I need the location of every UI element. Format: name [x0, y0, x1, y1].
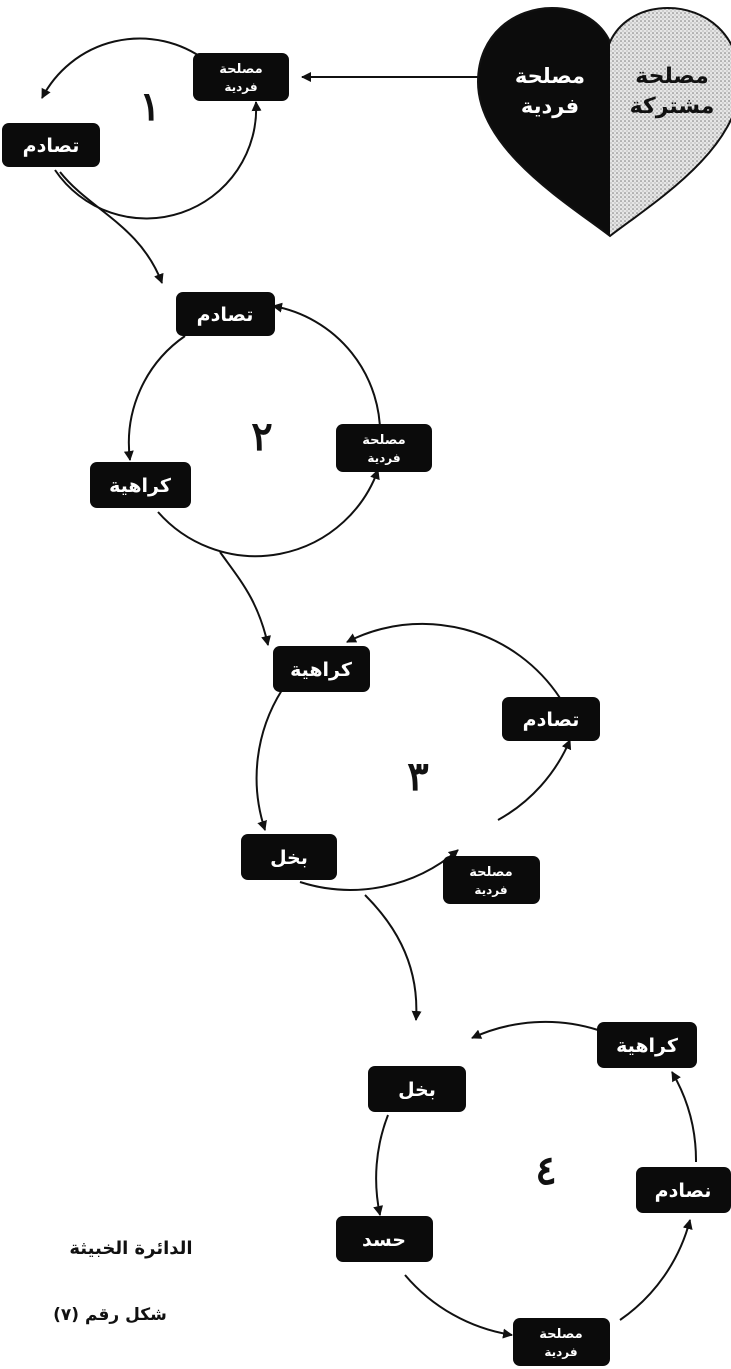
node-individual-interest — [443, 856, 540, 904]
node-label: تصادم — [197, 304, 254, 326]
node-sublabel: فردية — [474, 883, 507, 897]
node-label: كراهية — [616, 1035, 679, 1057]
node-stinginess — [241, 834, 337, 880]
node-sublabel: فردية — [544, 1345, 577, 1359]
heart-dark-half — [478, 8, 610, 236]
shared-interest-heart: مصلحة فردية مصلحة مشتركة — [476, 6, 731, 238]
cycle-4: ٤ بخل كراهية حسد نصادم مصلحة فردية — [336, 1020, 731, 1366]
node-hatred — [90, 462, 191, 508]
heart-shared-interest-line1: مصلحة — [635, 64, 708, 89]
node-label: مصلحة — [362, 433, 405, 448]
cycle-2: ٢ تصادم كراهية مصلحة فردية — [90, 292, 432, 558]
heart-individual-interest-line1: مصلحة — [515, 64, 585, 88]
cycle-number-1: ١ — [139, 83, 160, 130]
node-hatred — [273, 646, 370, 692]
node-hatred — [597, 1022, 697, 1068]
node-label: كراهية — [109, 475, 172, 497]
node-clash — [176, 292, 275, 336]
node-label: بخل — [270, 847, 308, 869]
figure-number: شكل رقم (٧) — [53, 1305, 167, 1325]
node-sublabel: فردية — [224, 80, 257, 94]
node-label: نصادم — [655, 1180, 712, 1202]
node-label: مصلحة — [219, 62, 262, 77]
cycle-3: ٣ كراهية تصادم بخل مصلحة فردية — [241, 622, 600, 904]
cycle-1: ١ مصلحة فردية تصادم — [2, 37, 289, 220]
node-label: مصلحة — [469, 865, 512, 880]
heart-individual-interest-line2: فردية — [521, 94, 579, 118]
node-clash — [502, 697, 600, 741]
cycle-number-3: ٣ — [407, 753, 428, 800]
node-envy — [336, 1216, 433, 1262]
node-individual-interest — [336, 424, 432, 472]
node-label: تصادم — [523, 709, 580, 731]
node-label: بخل — [398, 1079, 436, 1101]
heart-stippled-half — [610, 8, 731, 236]
heart-shared-interest-line2: مشتركة — [630, 94, 715, 119]
node-individual-interest — [513, 1318, 610, 1366]
cycle3-to-cycle4-arrow — [364, 894, 422, 1021]
node-individual-interest — [193, 53, 289, 101]
node-label: حسد — [362, 1229, 406, 1251]
cycle2-to-cycle3-arrow — [219, 551, 271, 646]
node-clash — [636, 1167, 731, 1213]
node-label: تصادم — [23, 135, 80, 157]
node-stinginess — [368, 1066, 466, 1112]
diagram-title: الدائرة الخبيثة — [69, 1238, 192, 1259]
node-clash — [2, 123, 100, 167]
node-label: كراهية — [290, 659, 353, 681]
node-sublabel: فردية — [367, 451, 400, 465]
cycle-number-2: ٢ — [251, 413, 272, 460]
cycle-number-4: ٤ — [535, 1147, 556, 1194]
node-label: مصلحة — [539, 1327, 582, 1342]
cycle1-to-cycle2-arrow — [59, 171, 164, 284]
